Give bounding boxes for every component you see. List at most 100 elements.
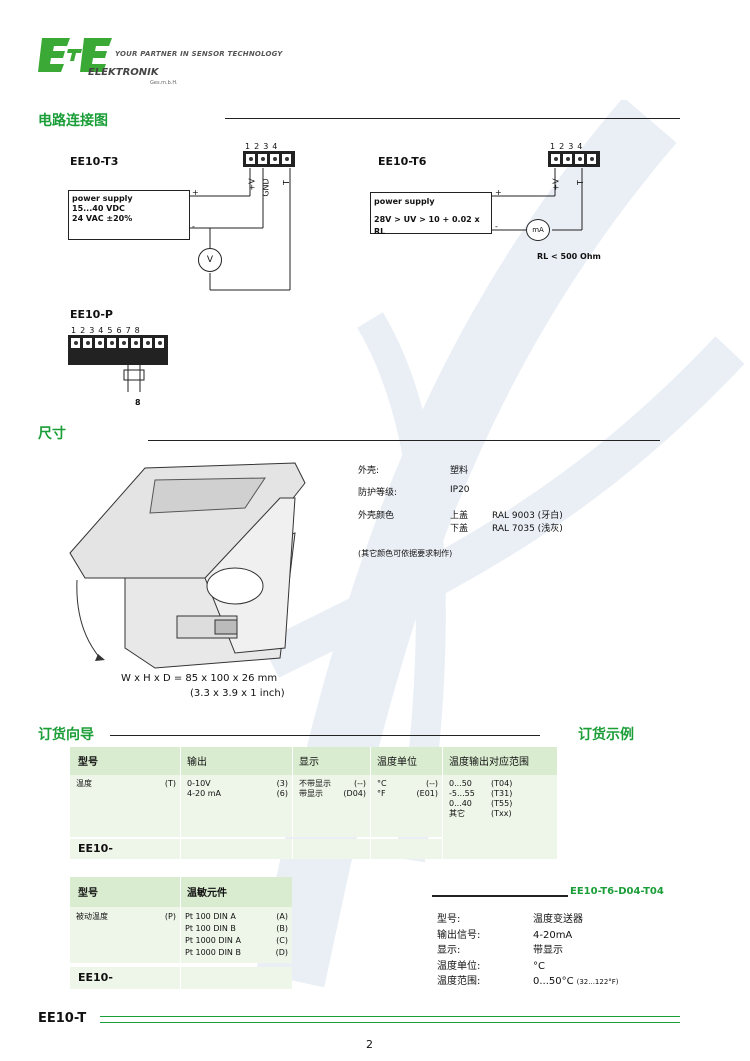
spec-value-housing: 塑料 [450, 466, 469, 476]
example-label: 输出信号: [437, 929, 481, 941]
t3-minus: - [192, 222, 195, 231]
element-code: (D) [275, 948, 288, 957]
example-value: 0...50°C [533, 976, 574, 987]
terminal-number: 7 [125, 326, 131, 335]
spec-label-protection: 防护等级: [358, 488, 398, 498]
output-code: (3) [276, 779, 288, 788]
t6-minus: - [495, 222, 498, 231]
section-title-dimensions: 尺寸 [38, 426, 66, 442]
element-name: Pt 1000 DIN B [185, 948, 241, 957]
p-title: EE10-P [70, 308, 113, 321]
terminal-number: 2 [80, 326, 86, 335]
color-part-top: 上盖 [450, 511, 469, 521]
footer-product: EE10-T [38, 1011, 87, 1026]
section-rule [110, 735, 540, 736]
terminal-number: 8 [134, 326, 140, 335]
section-title-wiring: 电路连接图 [38, 113, 108, 129]
t3-title: EE10-T3 [70, 155, 119, 168]
terminal-number: 1 [245, 142, 251, 151]
company-suffix: Ges.m.b.H. [150, 80, 178, 86]
range-code: (T31) [491, 789, 513, 798]
example-value: 4-20mA [533, 929, 573, 941]
example-list: 型号:温度变送器 输出信号:4-20mA 显示:带显示 温度单位:°C 温度范围… [437, 912, 619, 991]
example-value: 带显示 [533, 945, 563, 956]
unit-name: °C [377, 779, 387, 788]
p-sensor-wires [123, 362, 145, 392]
spec-value-protection: IP20 [450, 485, 470, 495]
terminal-number: 3 [263, 142, 269, 151]
company-logo [38, 36, 118, 74]
table-header: 输出 [180, 747, 292, 775]
range-code: (Txx) [491, 809, 512, 818]
t6-supply-box: power supply 28V > UV > 10 + 0.02 x RL [370, 192, 492, 236]
order-code-prefix: EE10- [70, 839, 180, 859]
terminal-number: 3 [89, 326, 95, 335]
order-code-prefix: EE10- [70, 967, 180, 989]
table-header: 型号 [70, 877, 180, 907]
company-tagline: YOUR PARTNER IN SENSOR TECHNOLOGY [115, 50, 283, 58]
display-name: 不带显示 [299, 779, 331, 788]
display-name: 带显示 [299, 789, 323, 798]
meter-label: mA [532, 226, 544, 234]
t6-wires [492, 168, 583, 231]
model-code: (P) [164, 912, 176, 921]
example-value: °C [533, 960, 545, 972]
supply-formula: 28V > UV > 10 + 0.02 x RL [374, 215, 480, 236]
terminal-number: 5 [107, 326, 113, 335]
model-name: 温度 [76, 779, 92, 788]
section-title-example: 订货示例 [578, 727, 634, 743]
range-code: (T04) [491, 779, 513, 788]
footer-rule [100, 1016, 680, 1017]
supply-line: power supply [374, 197, 435, 206]
model-code: (T) [164, 779, 176, 788]
example-rule [432, 895, 568, 897]
page-number: 2 [366, 1038, 373, 1051]
display-code: (--) [353, 779, 366, 788]
unit-code: (E01) [416, 789, 438, 798]
table-header: 温敏元件 [180, 877, 292, 907]
dimensions-size-inch: (3.3 x 3.9 x 1 inch) [190, 688, 285, 699]
t3-wires [190, 168, 291, 291]
model-name: 被动温度 [76, 912, 108, 921]
output-name: 0-10V [187, 779, 211, 788]
table-header: 型号 [70, 747, 180, 775]
terminal-number: 1 [550, 142, 556, 151]
t6-plus: + [495, 188, 502, 197]
ammeter-icon: mA [526, 219, 550, 241]
terminal-number: 4 [577, 142, 583, 151]
color-value-top: RAL 9003 (牙白) [492, 511, 563, 521]
color-value-bottom: RAL 7035 (浅灰) [492, 524, 563, 534]
unit-code: (--) [425, 779, 438, 788]
example-label: 温度范围: [437, 976, 481, 987]
company-name: ELEKTRONIK [88, 67, 159, 78]
table-header: 温度单位 [370, 747, 442, 775]
element-name: Pt 100 DIN A [185, 912, 236, 921]
meter-label: V [206, 255, 214, 265]
example-value: 温度变送器 [533, 914, 583, 925]
example-label: 显示: [437, 945, 461, 956]
spec-label-housing: 外壳: [358, 466, 380, 476]
output-code: (6) [276, 789, 288, 798]
ordering-table-2: 型号 温敏元件 被动温度 (P) Pt 100 DIN A(A) Pt 100 … [70, 877, 292, 989]
range-name: -5...55 [449, 789, 475, 798]
terminal-number: 2 [559, 142, 565, 151]
terminal-number: 3 [568, 142, 574, 151]
range-code: (T55) [491, 799, 513, 808]
terminal-number: 4 [272, 142, 278, 151]
terminal-number: 1 [71, 326, 77, 335]
section-title-ordering: 订货向导 [38, 727, 94, 743]
color-note: (其它颜色可依据要求制作) [358, 549, 453, 558]
element-code: (C) [276, 936, 288, 945]
dimensions-size: W x H x D = 85 x 100 x 26 mm [121, 673, 278, 684]
element-code: (B) [276, 924, 288, 933]
voltmeter-icon: V [198, 248, 222, 272]
ordering-table-1: 型号 输出 显示 温度单位 温度输出对应范围 温度 (T) 0-10V(3) 4… [70, 747, 557, 859]
spec-label-color: 外壳颜色 [358, 511, 395, 521]
example-label: 温度单位: [437, 960, 481, 972]
table-header: 显示 [292, 747, 370, 775]
t3-supply-box: power supply 15...40 VDC 24 VAC ±20% [68, 190, 190, 240]
range-name: 0...40 [449, 799, 472, 808]
color-part-bottom: 下盖 [450, 524, 469, 534]
t3-plus: + [192, 188, 199, 197]
footer-rule [100, 1022, 680, 1023]
